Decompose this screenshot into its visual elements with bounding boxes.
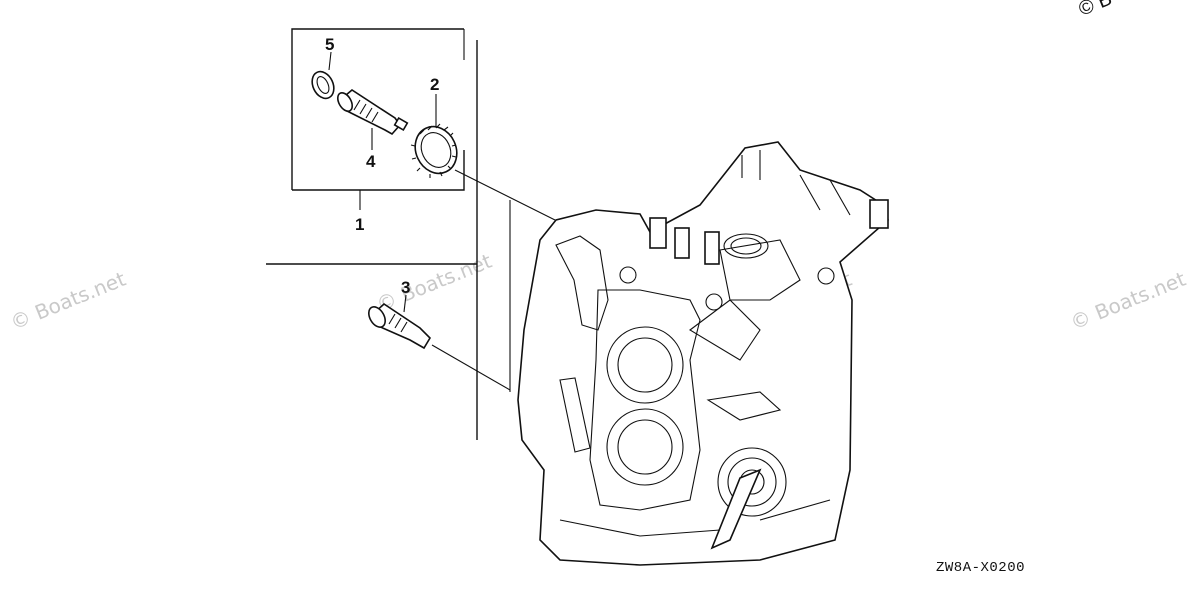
part-plug <box>368 294 432 350</box>
callout-5: 5 <box>325 35 334 54</box>
watermark-left: © Boats.net <box>7 267 129 335</box>
callout-2: 2 <box>430 75 439 94</box>
callout-1: 1 <box>355 215 364 234</box>
callout-3: 3 <box>401 278 410 297</box>
watermark-right: © Boats.net <box>1067 267 1189 335</box>
part-gear <box>410 94 458 178</box>
corner-copyright-mark: © B <box>1076 0 1115 21</box>
leader-gear <box>454 169 556 221</box>
assembly-box <box>291 28 465 210</box>
engine-block <box>517 141 889 566</box>
callout-4: 4 <box>366 152 376 171</box>
part-oring <box>311 51 335 100</box>
part-shaft <box>336 89 409 150</box>
leader-plug <box>431 344 511 391</box>
drawing-code: ZW8A-X0200 <box>936 560 1025 576</box>
